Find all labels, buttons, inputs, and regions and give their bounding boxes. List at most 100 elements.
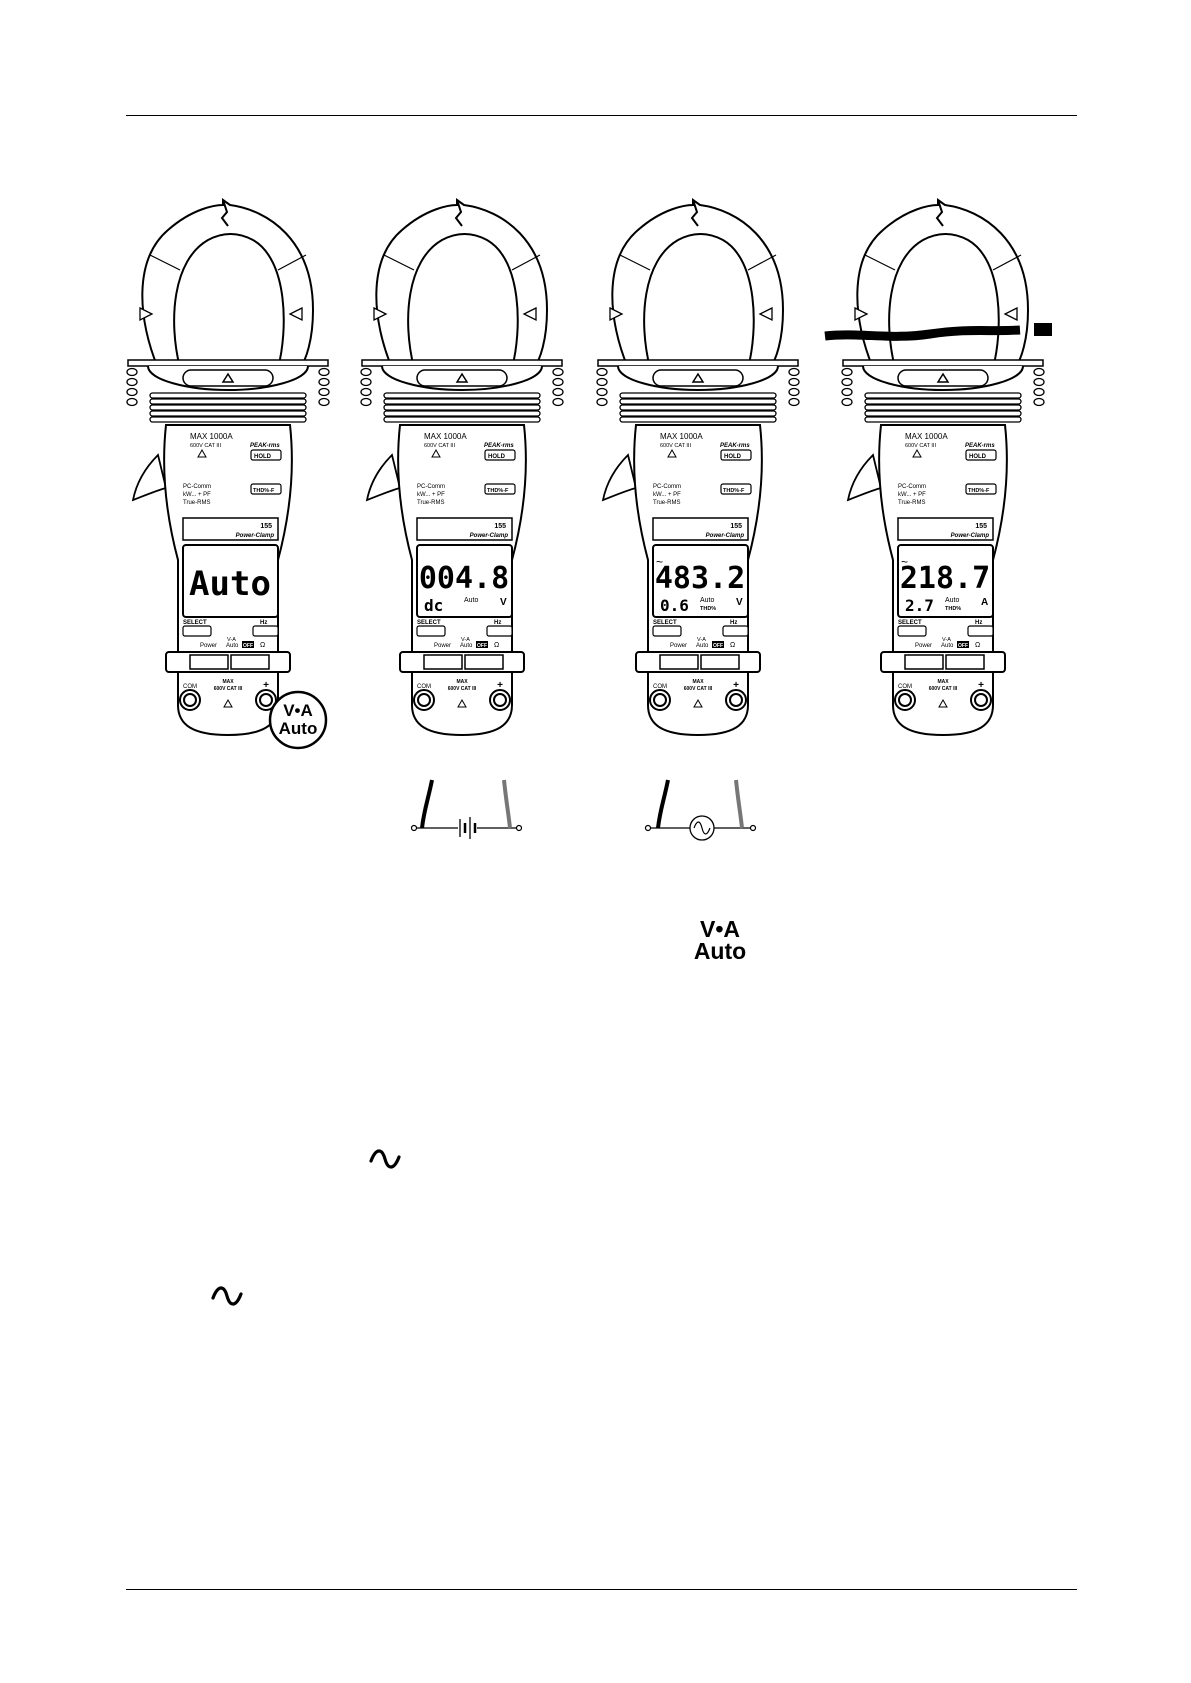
warning-icon — [912, 448, 922, 458]
select-button — [416, 625, 446, 637]
va-auto-callout: V•A Auto — [268, 690, 328, 750]
select-button — [182, 625, 212, 637]
peak-rms-label: PEAK-rms — [720, 443, 750, 449]
thd-button — [720, 483, 752, 495]
off-label: OFF — [477, 643, 487, 649]
jaw-arrow-icon — [758, 306, 773, 322]
ohm-label: Ω — [975, 642, 980, 649]
jaw-arrow-icon — [1003, 306, 1018, 322]
ohm-label: Ω — [494, 642, 499, 649]
unit-label: V — [500, 597, 507, 608]
power-label: Power — [915, 643, 932, 649]
warning-icon — [223, 698, 233, 708]
unit-label: V — [736, 597, 743, 608]
model-number: 155 — [494, 523, 506, 530]
hz-label: Hz — [730, 620, 737, 626]
warning-icon — [693, 698, 703, 708]
ac-indicator: ~ — [656, 555, 663, 569]
bottom-rule — [126, 1589, 1077, 1590]
va-switch-label: V-A — [697, 637, 706, 643]
thd-small-label: THD% — [945, 606, 961, 612]
max-current-label: MAX 1000A — [424, 432, 467, 441]
cat-rating-label: 600V CAT III — [905, 443, 936, 449]
cat-small-label: 600V CAT III — [214, 686, 243, 692]
pc-comm-label: PC-Comm — [183, 484, 211, 490]
lcd-display — [897, 544, 994, 618]
jaw-arrow-icon — [522, 306, 537, 322]
model-number: 155 — [975, 523, 987, 530]
jaw-arrow-icon — [854, 306, 869, 322]
com-label: COM — [417, 684, 431, 690]
lcd-display — [416, 544, 513, 618]
thd-small-label: THD% — [700, 606, 716, 612]
auto-switch-label: Auto — [460, 643, 473, 649]
hold-button — [965, 449, 997, 461]
kw-pf-label: kW... + PF — [417, 492, 445, 498]
kw-pf-label: kW... + PF — [183, 492, 211, 498]
ac-indicator: ~ — [901, 555, 908, 569]
ac-wave-icon — [211, 1286, 243, 1306]
com-label: COM — [653, 684, 667, 690]
brand-label: Power-Clamp — [951, 533, 990, 539]
max-current-label: MAX 1000A — [905, 432, 948, 441]
hold-label: HOLD — [254, 454, 272, 460]
power-label: Power — [434, 643, 451, 649]
hold-button — [720, 449, 752, 461]
hold-button — [484, 449, 516, 461]
hold-label: HOLD — [969, 454, 987, 460]
warning-icon — [667, 448, 677, 458]
off-label: OFF — [713, 643, 723, 649]
power-label: Power — [670, 643, 687, 649]
cat-rating-label: 600V CAT III — [190, 443, 221, 449]
main-reading: Auto — [189, 564, 271, 604]
jaw-arrow-icon — [609, 306, 624, 322]
unit-label: A — [981, 597, 988, 608]
ac-source-icon — [689, 815, 715, 841]
center-arrow-icon — [936, 372, 950, 383]
ohm-label: Ω — [260, 642, 265, 649]
cat-rating-label: 600V CAT III — [660, 443, 691, 449]
brand-label: Power-Clamp — [706, 533, 745, 539]
kw-pf-label: kW... + PF — [653, 492, 681, 498]
pc-comm-label: PC-Comm — [417, 484, 445, 490]
main-reading: 483.2 — [655, 561, 745, 596]
thd-f-label: THD%-F — [723, 488, 745, 494]
max-small-label: MAX — [692, 679, 704, 685]
sub-reading: 2.7 — [905, 596, 934, 615]
true-rms-label: True-RMS — [653, 500, 680, 506]
model-number: 155 — [260, 523, 272, 530]
auto-switch-label: Auto — [941, 643, 954, 649]
max-small-label: MAX — [937, 679, 949, 685]
peak-rms-label: PEAK-rms — [965, 443, 995, 449]
thd-button — [250, 483, 282, 495]
ac-wave-icon — [369, 1149, 401, 1169]
select-label: SELECT — [653, 620, 677, 626]
select-button — [897, 625, 927, 637]
true-rms-label: True-RMS — [417, 500, 444, 506]
va-auto-symbol: V•A Auto — [692, 918, 748, 963]
peak-rms-label: PEAK-rms — [484, 443, 514, 449]
hz-button — [967, 625, 994, 637]
select-label: SELECT — [183, 620, 207, 626]
cat-small-label: 600V CAT III — [684, 686, 713, 692]
thd-f-label: THD%-F — [968, 488, 990, 494]
center-arrow-icon — [691, 372, 705, 383]
select-button — [652, 625, 682, 637]
true-rms-label: True-RMS — [183, 500, 210, 506]
power-label: Power — [200, 643, 217, 649]
plus-label: + — [733, 680, 739, 691]
lcd-display — [182, 544, 279, 618]
select-label: SELECT — [898, 620, 922, 626]
max-current-label: MAX 1000A — [660, 432, 703, 441]
lcd-display — [652, 544, 749, 618]
hold-label: HOLD — [724, 454, 742, 460]
com-label: COM — [898, 684, 912, 690]
va-switch-label: V-A — [227, 637, 236, 643]
pc-comm-label: PC-Comm — [898, 484, 926, 490]
thd-button — [484, 483, 516, 495]
plus-label: + — [978, 680, 984, 691]
warning-icon — [457, 698, 467, 708]
auto-switch-label: Auto — [696, 643, 709, 649]
